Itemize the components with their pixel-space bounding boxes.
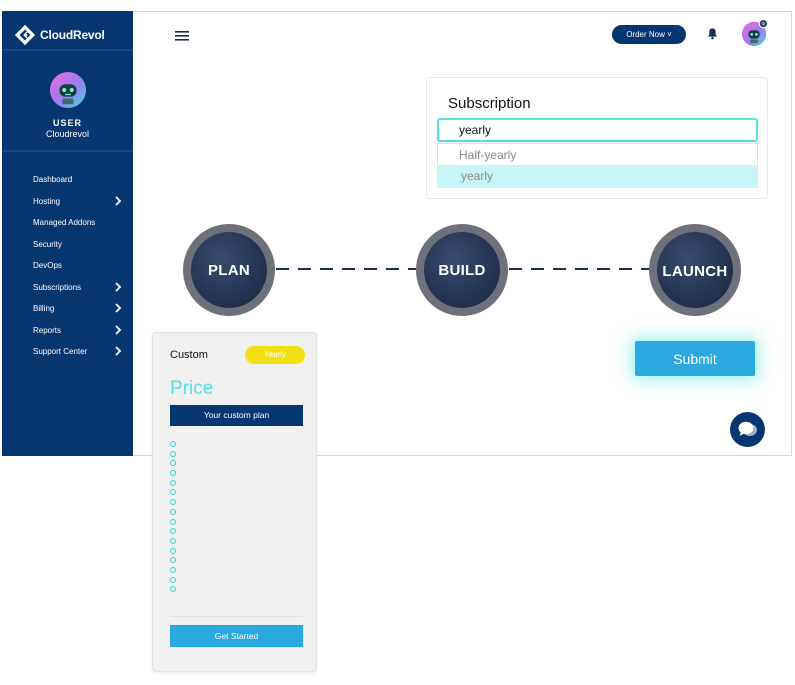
plan-feature-list	[170, 441, 180, 596]
feature-bullet-icon	[170, 528, 176, 535]
sidebar-item-subscriptions[interactable]: Subscriptions	[2, 277, 133, 299]
sidebar-divider	[2, 150, 133, 152]
step-plan: PLAN	[183, 224, 275, 316]
feature-bullet-icon	[170, 460, 176, 467]
user-avatar-icon[interactable]	[49, 71, 87, 109]
step-launch-label: LAUNCH	[657, 232, 733, 308]
step-connector	[509, 268, 649, 270]
plan-card: Custom Yearly Price Your custom plan Get…	[152, 332, 317, 672]
feature-bullet-icon	[170, 537, 176, 544]
cloudrevol-logo-icon	[14, 24, 36, 46]
user-name: Cloudrevol	[45, 129, 90, 139]
subscription-option-yearly[interactable]: yearly	[437, 165, 758, 188]
chevron-right-icon	[115, 324, 122, 335]
plan-divider	[170, 616, 303, 617]
feature-bullet-icon	[170, 441, 176, 447]
feature-bullet-icon	[170, 489, 176, 496]
feature-bullet-icon	[170, 586, 176, 593]
header-avatar-icon[interactable]	[741, 19, 769, 47]
feature-bullet-icon	[170, 470, 176, 477]
sidebar-item-devops[interactable]: DevOps	[2, 255, 133, 277]
sidebar: CloudRevol USER Cloudrevol Dashboard	[2, 11, 133, 456]
sidebar-item-label: Security	[33, 239, 62, 249]
user-profile: USER Cloudrevol	[2, 71, 133, 139]
chevron-right-icon	[115, 346, 122, 356]
sidebar-item-label: Hosting	[33, 196, 61, 206]
chat-button[interactable]	[730, 412, 765, 447]
sidebar-item-security[interactable]: Security	[2, 234, 133, 256]
sidebar-item-dashboard[interactable]: Dashboard	[2, 169, 133, 191]
sidebar-nav: Dashboard Hosting Managed Addons Securit…	[2, 169, 133, 363]
step-plan-label: PLAN	[191, 232, 267, 308]
order-now-button[interactable]: Order Now ˅	[612, 25, 686, 44]
sidebar-divider	[2, 49, 133, 51]
step-launch: LAUNCH	[649, 224, 741, 316]
feature-bullet-icon	[170, 547, 176, 554]
chat-bubble-icon	[738, 421, 757, 436]
sidebar-item-reports[interactable]: Reports	[2, 320, 133, 342]
step-build-label: BUILD	[424, 232, 500, 308]
plan-name: Custom	[170, 349, 208, 361]
feature-bullet-icon	[170, 508, 176, 515]
sidebar-item-label: Support Center	[33, 347, 88, 356]
chevron-right-icon	[115, 281, 122, 292]
plan-badge: Yearly	[245, 346, 305, 364]
subscription-card: Subscription Half-yearly yearly	[426, 77, 768, 199]
brand-logo[interactable]: CloudRevol	[14, 23, 105, 47]
sidebar-item-label: Dashboard	[33, 175, 73, 184]
subscription-title: Subscription	[448, 95, 531, 112]
user-role: USER	[52, 118, 82, 128]
brand-name: CloudRevol	[40, 28, 105, 42]
feature-bullet-icon	[170, 518, 176, 525]
hamburger-menu-icon[interactable]	[175, 31, 189, 41]
feature-bullet-icon	[170, 450, 176, 457]
bell-icon[interactable]	[706, 27, 719, 40]
plan-price: Price	[170, 378, 214, 399]
sidebar-item-label: DevOps	[33, 261, 62, 270]
sidebar-item-label: Managed Addons	[33, 218, 96, 227]
feature-bullet-icon	[170, 566, 176, 573]
sidebar-item-support-center[interactable]: Support Center	[2, 341, 133, 363]
feature-bullet-icon	[170, 499, 176, 506]
chevron-right-icon	[115, 303, 122, 313]
feature-bullet-icon	[170, 479, 176, 486]
step-connector	[276, 268, 416, 270]
feature-bullet-icon	[170, 557, 176, 564]
chevron-right-icon	[115, 195, 122, 206]
sidebar-item-label: Reports	[33, 325, 62, 335]
plan-banner: Your custom plan	[170, 405, 303, 426]
subscription-option-half-yearly[interactable]: Half-yearly	[437, 143, 758, 166]
feature-bullet-icon	[170, 576, 176, 583]
sidebar-item-label: Billing	[33, 304, 55, 313]
sidebar-item-billing[interactable]: Billing	[2, 298, 133, 320]
sidebar-item-hosting[interactable]: Hosting	[2, 191, 133, 213]
sidebar-item-managed-addons[interactable]: Managed Addons	[2, 212, 133, 234]
step-build: BUILD	[416, 224, 508, 316]
subscription-select-input[interactable]	[437, 118, 758, 142]
get-started-button[interactable]: Get Started	[170, 625, 303, 647]
submit-button[interactable]: Submit	[635, 341, 755, 376]
sidebar-item-label: Subscriptions	[33, 282, 82, 292]
